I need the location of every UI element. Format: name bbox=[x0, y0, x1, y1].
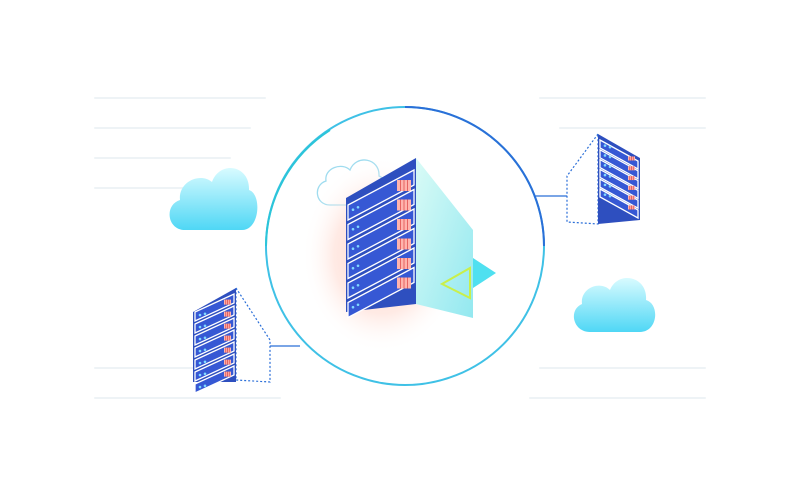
led-icon bbox=[203, 348, 207, 352]
led-icon bbox=[351, 286, 355, 290]
led-icon bbox=[203, 384, 207, 388]
server-rack-slots bbox=[347, 168, 415, 319]
led-icon bbox=[351, 247, 355, 250]
server-rack-slots bbox=[599, 138, 639, 220]
led-icon bbox=[608, 145, 612, 149]
led-icon bbox=[198, 361, 202, 365]
led-icon bbox=[351, 208, 355, 211]
small-server-icon bbox=[566, 132, 640, 225]
led-icon bbox=[608, 165, 612, 169]
led-icon bbox=[356, 244, 360, 248]
connector-lines bbox=[270, 195, 567, 347]
led-icon bbox=[603, 183, 607, 187]
led-icon bbox=[203, 336, 207, 340]
cloud-icon bbox=[573, 277, 656, 332]
led-icon bbox=[203, 312, 207, 316]
led-icon bbox=[603, 173, 607, 177]
led-icon bbox=[608, 185, 612, 188]
main-server-icon bbox=[346, 158, 496, 319]
led-icon bbox=[203, 360, 207, 364]
led-icon bbox=[356, 225, 360, 229]
led-icon bbox=[198, 385, 202, 389]
led-icon bbox=[198, 349, 202, 353]
led-icon bbox=[356, 283, 360, 287]
play-triangle-icon bbox=[473, 258, 496, 288]
background-lines bbox=[94, 97, 706, 399]
led-icon bbox=[351, 227, 355, 231]
led-icon bbox=[603, 193, 607, 196]
led-icon bbox=[608, 194, 612, 198]
led-icon bbox=[351, 266, 355, 270]
small-server-icon bbox=[193, 285, 271, 395]
play-triangle-outline-icon bbox=[439, 266, 471, 300]
led-icon bbox=[603, 154, 607, 157]
led-icon bbox=[608, 175, 612, 178]
led-icon bbox=[203, 324, 207, 328]
server-rack-slots bbox=[194, 292, 235, 395]
led-icon bbox=[356, 205, 360, 209]
led-icon bbox=[356, 264, 360, 268]
led-icon bbox=[198, 373, 202, 377]
led-icon bbox=[351, 305, 355, 309]
led-icon bbox=[356, 303, 360, 307]
led-icon bbox=[603, 163, 607, 167]
led-icon bbox=[608, 155, 612, 159]
main-ring bbox=[265, 106, 545, 386]
led-icon bbox=[198, 337, 202, 341]
led-icon bbox=[203, 372, 207, 376]
cloud-icon bbox=[169, 168, 258, 230]
led-icon bbox=[198, 325, 202, 329]
led-icon bbox=[603, 144, 607, 147]
led-icon bbox=[198, 313, 202, 317]
